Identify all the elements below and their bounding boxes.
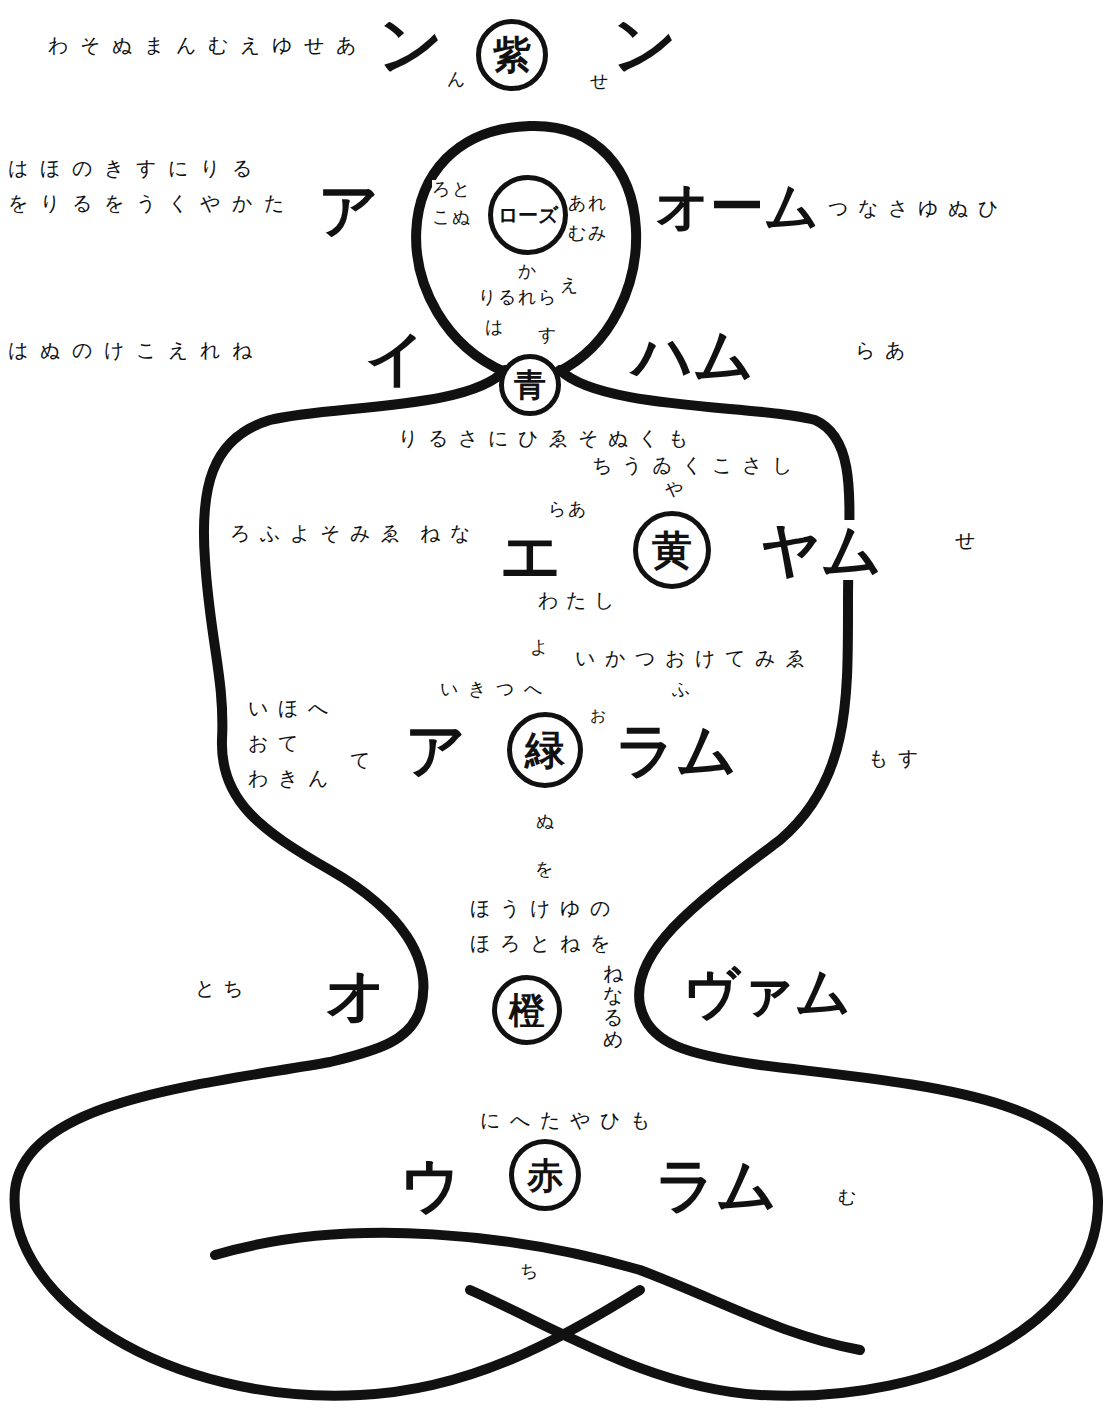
chakra-circle: 紫 [476, 19, 548, 91]
kana-text: む [838, 1188, 856, 1206]
mantra-syllable: オーム [655, 180, 819, 234]
kana-text: ぬ [536, 812, 554, 830]
kana-text: ん [447, 70, 465, 88]
color-name: 紫 [493, 36, 531, 74]
kana-text: りるれら [478, 288, 558, 306]
kana-text: か [518, 262, 536, 280]
kana-text: す [538, 326, 556, 344]
mantra-syllable: ウ [400, 1155, 461, 1215]
kana-text: をりるをうくやかた [8, 193, 296, 213]
kana-text: ふ [672, 680, 690, 698]
color-name: ローズ [498, 205, 558, 225]
kana-text: ほうけゆの [470, 898, 620, 918]
kana-text: ち [520, 1262, 538, 1280]
kana-text: らあ [548, 500, 588, 518]
mantra-syllable: イ [365, 328, 426, 388]
kana-text: むみ [568, 224, 608, 242]
kana-text: こぬ [432, 208, 472, 226]
kana-text: て [350, 750, 370, 770]
chakra-circle: 橙 [492, 975, 562, 1045]
kana-text: いかつおけてみゑ [575, 648, 815, 668]
body-left-outline [15, 370, 640, 1396]
kana-text: あれ [568, 194, 608, 212]
mantra-syllable: ア [405, 720, 466, 780]
kana-text: を [535, 860, 553, 878]
color-name: 青 [514, 369, 546, 401]
kana-text: せ [955, 530, 975, 550]
kana-text: ほろとねを [470, 933, 620, 953]
kana-text: おて [248, 733, 308, 753]
color-name: 緑 [525, 730, 565, 770]
kana-text: は [485, 318, 503, 336]
mantra-syllable: ン [612, 12, 678, 76]
kana-text: ねな [420, 523, 480, 543]
kana-text: ちうゐくこさし [592, 455, 802, 475]
body-right-outline [470, 370, 1098, 1396]
kana-text: え [560, 276, 578, 294]
kana-text: よ [530, 638, 548, 656]
kana-text: いきつへ [440, 680, 552, 698]
chakra-circle: 赤 [509, 1139, 581, 1211]
kana-text: ろと [432, 180, 472, 198]
chakra-circle: ローズ [488, 175, 568, 255]
color-name: 赤 [527, 1157, 563, 1193]
kana-text: ねなるめ [603, 962, 623, 1050]
color-name: 黄 [652, 530, 692, 570]
kana-text: わきん [248, 768, 338, 788]
kana-text: にへたやひも [480, 1110, 660, 1130]
mantra-syllable: ラム [655, 1155, 777, 1215]
head-outline [416, 126, 636, 372]
kana-text: いほへ [248, 698, 338, 718]
kana-text: らあ [855, 340, 915, 360]
mantra-syllable: エ [500, 525, 561, 585]
crossed-leg-line [215, 1233, 860, 1350]
mantra-syllable: ラム [615, 720, 737, 780]
kana-text: りるさにひゑそぬくも [398, 428, 698, 448]
mantra-syllable: オ [325, 965, 386, 1025]
mantra-syllable: ヤム [760, 520, 882, 580]
mantra-syllable: ア [318, 180, 379, 240]
kana-text: もす [868, 748, 928, 768]
kana-text: お [590, 708, 606, 724]
kana-text: はほのきすにりる [8, 158, 264, 178]
chakra-circle: 緑 [507, 712, 583, 788]
mantra-syllable: ヴァム [683, 965, 851, 1020]
kana-text: ろふよそみゑ [230, 523, 410, 543]
chakra-circle: 青 [499, 354, 561, 416]
mantra-syllable: ン [378, 12, 444, 76]
kana-text: つなさゆぬひ [828, 198, 1008, 218]
kana-text: や [665, 480, 683, 498]
kana-text: わたし [538, 590, 622, 610]
kana-text: わそぬまんむえゆせあ [48, 35, 368, 55]
color-name: 橙 [509, 992, 545, 1028]
kana-text: とち [195, 978, 251, 998]
kana-text: はぬのけこえれね [8, 340, 264, 360]
kana-text: せ [590, 72, 608, 90]
mantra-syllable: ハム [632, 325, 754, 385]
chakra-circle: 黄 [633, 511, 711, 589]
